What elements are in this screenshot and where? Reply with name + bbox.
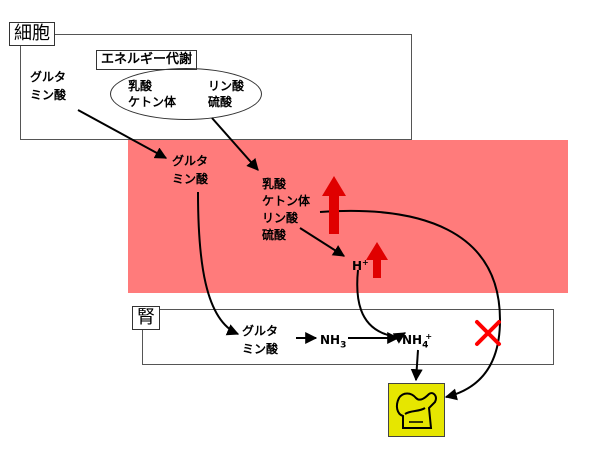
proton-label: H+ — [352, 258, 369, 273]
cell-glutamine-label: グルタ ミン酸 — [30, 70, 67, 102]
up-arrow-acids-icon — [322, 176, 346, 234]
energy-metabolism-label: エネルギー代謝 — [96, 50, 198, 70]
blocked-cross-icon — [475, 320, 501, 346]
cell-metabolites-right: リン酸 硫酸 — [208, 79, 245, 109]
nh4-label: NH4+ — [402, 332, 433, 351]
arrow-proton-to-nh4 — [356, 269, 407, 344]
up-arrow-proton-icon — [366, 242, 388, 278]
cell-metabolites-left: 乳酸 ケトン体 — [128, 79, 177, 109]
arrow-acids-to-toilet — [319, 209, 502, 401]
arrow-cell-to-blood-acids — [211, 117, 259, 171]
energy-metabolism-ellipse — [110, 68, 262, 120]
arrow-blood-to-kidney-glutamine — [197, 191, 240, 336]
blood-acids-list: 乳酸 ケトン体 リン酸 硫酸 — [262, 177, 311, 242]
blood-zone — [128, 140, 568, 293]
blood-glutamine-label: グルタ ミン酸 — [172, 154, 209, 186]
kidney-label: 腎 — [132, 306, 160, 330]
arrow-cell-to-blood-glutamine — [77, 109, 168, 159]
arrow-nh4-to-toilet — [410, 349, 423, 382]
cell-label: 細胞 — [9, 22, 55, 46]
arrow-acid-to-proton — [299, 227, 346, 257]
nh3-label: NH3 — [320, 333, 347, 351]
kidney-glutamine-label: グルタ ミン酸 — [242, 324, 279, 356]
toilet-icon — [388, 383, 445, 437]
